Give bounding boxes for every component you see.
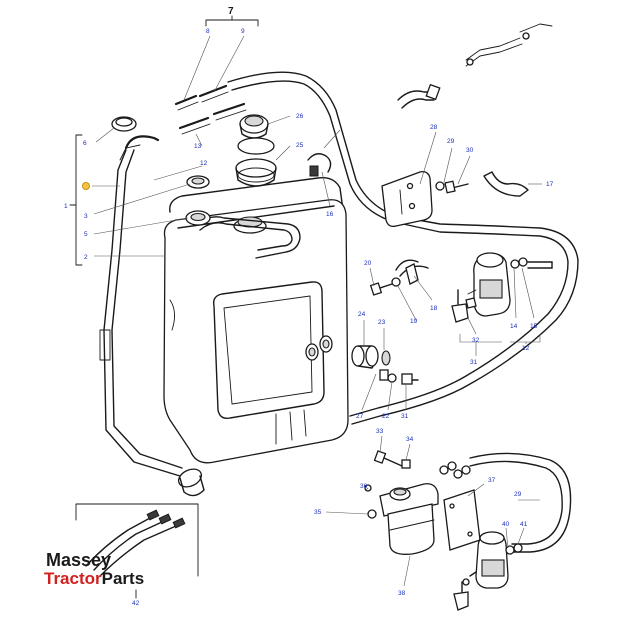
grommet-3 bbox=[186, 175, 210, 189]
callout-37: 37 bbox=[488, 477, 496, 484]
callout-5: 5 bbox=[84, 231, 88, 238]
callout-27: 27 bbox=[356, 413, 364, 420]
bolt-31 bbox=[401, 373, 419, 385]
massey-tractor-parts-logo: Massey TractorParts bbox=[44, 550, 144, 588]
washer-22 bbox=[387, 373, 397, 383]
sender-tube bbox=[99, 144, 205, 497]
callout-29-top: 29 bbox=[447, 138, 455, 145]
callout-30: 30 bbox=[466, 147, 474, 154]
svg-text:Massey: Massey bbox=[46, 550, 111, 570]
clip-18 bbox=[395, 259, 429, 285]
bolt-27 bbox=[379, 369, 389, 381]
harness-42 bbox=[75, 503, 199, 599]
callout-26: 26 bbox=[296, 113, 304, 120]
filler-cap-26 bbox=[237, 114, 275, 155]
clip-16 bbox=[307, 153, 332, 177]
callout-31-mid: 31 bbox=[470, 359, 478, 366]
washer-19 bbox=[391, 277, 401, 287]
highlight-marker bbox=[82, 182, 90, 190]
fittings-lower bbox=[439, 452, 572, 553]
callout-29-low: 29 bbox=[514, 491, 522, 498]
callout-6: 6 bbox=[83, 140, 87, 147]
hose-8 bbox=[174, 94, 199, 111]
callout-9: 9 bbox=[241, 28, 245, 35]
lift-pump-lower bbox=[453, 531, 523, 611]
callout-40: 40 bbox=[502, 521, 510, 528]
callout-28: 28 bbox=[430, 124, 438, 131]
callout-14: 14 bbox=[510, 323, 518, 330]
callout-31-low: 31 bbox=[401, 413, 409, 420]
fuel-pipe-top bbox=[227, 23, 579, 425]
svg-text:TractorParts: TractorParts bbox=[44, 569, 144, 588]
sediment-bowl-24 bbox=[351, 345, 379, 369]
leader-lines bbox=[92, 35, 542, 587]
callout-20: 20 bbox=[364, 260, 372, 267]
breather-tube bbox=[124, 135, 160, 150]
assembly-7-bracket: 7 bbox=[205, 6, 259, 27]
callout-15: 15 bbox=[530, 323, 538, 330]
filler-neck-25 bbox=[235, 158, 277, 187]
assembly-1-bracket bbox=[69, 134, 83, 266]
seal-23 bbox=[381, 350, 391, 366]
callout-33: 33 bbox=[376, 428, 384, 435]
callout-12-mid: 12 bbox=[522, 345, 530, 352]
nut-34 bbox=[401, 459, 411, 469]
grommet-5 bbox=[185, 210, 211, 226]
bolt-33 bbox=[373, 450, 403, 467]
cap-ring-6 bbox=[111, 116, 137, 132]
fuel-filter-38 bbox=[364, 483, 439, 555]
callout-13: 13 bbox=[194, 143, 202, 150]
callout-24: 24 bbox=[358, 311, 366, 318]
callout-3: 3 bbox=[84, 213, 88, 220]
callout-18: 18 bbox=[430, 305, 438, 312]
callout-19: 19 bbox=[410, 318, 418, 325]
callout-1: 1 bbox=[64, 203, 68, 210]
callout-42: 42 bbox=[132, 600, 140, 607]
callout-41: 41 bbox=[520, 521, 528, 528]
assembly-label: 7 bbox=[228, 6, 234, 17]
callout-32: 32 bbox=[472, 337, 480, 344]
callout-22: 22 bbox=[382, 413, 390, 420]
callout-35: 35 bbox=[314, 509, 322, 516]
washer-29 bbox=[435, 181, 445, 191]
callout-34: 34 bbox=[406, 436, 414, 443]
callout-36: 36 bbox=[360, 483, 368, 490]
lift-pump-upper bbox=[467, 252, 553, 317]
callout-17: 17 bbox=[546, 181, 554, 188]
bolt-30 bbox=[444, 180, 469, 194]
callout-2: 2 bbox=[84, 254, 88, 261]
hose-13 bbox=[178, 102, 247, 135]
bolt-20 bbox=[369, 282, 393, 296]
priming-lever-32 bbox=[451, 289, 477, 323]
fuel-tank bbox=[163, 177, 349, 464]
callout-23: 23 bbox=[378, 319, 386, 326]
callout-12-top: 12 bbox=[200, 160, 208, 167]
callout-38: 38 bbox=[398, 590, 406, 597]
callouts: 8 9 6 26 25 13 12 1 3 5 2 16 28 29 30 17… bbox=[64, 28, 554, 607]
callout-8: 8 bbox=[206, 28, 210, 35]
callout-25: 25 bbox=[296, 142, 304, 149]
hose-9 bbox=[198, 84, 229, 103]
bracket-28 bbox=[381, 170, 433, 228]
callout-16: 16 bbox=[326, 211, 334, 218]
plate-37 bbox=[443, 489, 481, 551]
strap-17 bbox=[483, 171, 529, 197]
